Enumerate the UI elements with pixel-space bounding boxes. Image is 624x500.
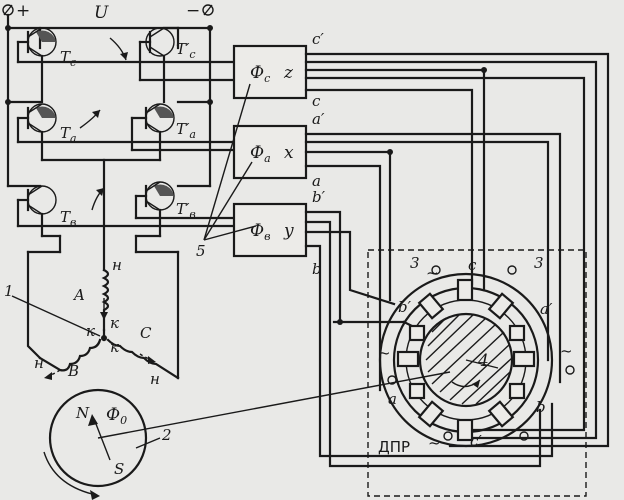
fc-output-z: z <box>283 63 294 83</box>
block-fc: Фc z <box>232 44 308 100</box>
sensor-terminals <box>387 265 575 441</box>
callout-1-label: 1 <box>4 282 14 300</box>
ta-prime-label: T′a <box>176 120 196 141</box>
transistor-tb-prime: T′в <box>144 181 196 221</box>
current-arrows <box>79 37 128 211</box>
transistor-ta: Ta <box>26 103 77 162</box>
sensor-label-a-prime: a′ <box>540 300 553 318</box>
callout-1: 1 <box>4 282 101 337</box>
sensor-tilde-right: ~ <box>560 342 573 360</box>
sensor-rotor-hatch <box>425 313 513 405</box>
fa-label: Фa <box>250 143 271 165</box>
lead-c-prime: c′ <box>312 30 324 48</box>
fb-output-y: y <box>283 221 294 241</box>
sensor-label-b-prime: b′ <box>398 298 412 316</box>
callout-5-label: 5 <box>196 242 206 260</box>
sensor-tilde-top: ~ <box>426 264 439 282</box>
lead-b-prime: b′ <box>312 188 326 206</box>
sensor-label-b: b <box>536 398 546 416</box>
callout-3-right: 3 <box>534 254 544 272</box>
tc-label: Tc <box>60 48 76 69</box>
winding-a-start: н <box>112 256 122 274</box>
lead-c: c <box>312 92 321 110</box>
lead-a-prime: a′ <box>312 110 325 128</box>
sensor-label-c-prime: c′ <box>470 432 482 450</box>
minus-terminal: − <box>186 1 214 21</box>
transistor-tc: Tc <box>16 27 76 104</box>
rotor-magnet: N S Ф0 2 <box>43 371 451 500</box>
ta-label: Ta <box>60 124 77 145</box>
sensor-tilde-left: ~ <box>378 344 391 362</box>
sensor-title: ДПР <box>378 438 410 456</box>
callout-5: 5 <box>196 83 257 260</box>
sensor-label-a: a <box>388 390 397 408</box>
sensor-label-c: c <box>468 256 477 274</box>
fa-output-x: x <box>284 143 294 163</box>
bridge-to-stator-wiring <box>26 158 180 380</box>
winding-c-end: к <box>110 338 119 356</box>
minus-label: − <box>186 1 200 21</box>
rotor-north: N <box>75 404 90 422</box>
winding-c-start: н <box>150 370 160 388</box>
callout-4-label: 4 <box>477 351 489 371</box>
lead-b: b <box>312 260 322 278</box>
rotor-position-sensor: 4 c b′ a′ a b c′ ~ ~ ~ ~ 3 3 ДПР <box>367 249 587 497</box>
transistor-tc-prime: T′c <box>138 26 196 104</box>
control-lines <box>16 40 236 228</box>
block-fb: Фв y <box>232 202 308 258</box>
callout-3-left: 3 <box>410 254 420 272</box>
winding-c-label: C <box>140 324 152 342</box>
block-fa: Фa x <box>232 124 308 180</box>
tb-label: Tв <box>60 208 76 229</box>
transistor-tb: Tв <box>26 185 76 229</box>
rotor-south: S <box>114 460 124 478</box>
winding-a-end: к <box>110 314 119 332</box>
transistor-ta-prime: T′a <box>144 103 196 162</box>
plus-label: + <box>16 1 30 21</box>
fc-label: Фc <box>250 63 270 85</box>
callout-2-label: 2 <box>161 426 172 444</box>
tc-prime-label: T′c <box>176 40 196 61</box>
rotor-flux: Ф0 <box>106 405 127 427</box>
lead-a: a <box>312 172 321 190</box>
stator-windings: A B C н к к к н н <box>34 256 180 388</box>
winding-b-label: B <box>67 362 79 380</box>
sensor-elements <box>396 278 536 442</box>
plus-terminal: + <box>2 1 30 30</box>
sensor-tilde-bottom: ~ <box>428 434 441 452</box>
tb-prime-label: T′в <box>176 200 196 221</box>
supply-voltage-label: U <box>94 3 109 23</box>
winding-a-label: A <box>72 286 85 304</box>
winding-b-start: н <box>34 354 44 372</box>
